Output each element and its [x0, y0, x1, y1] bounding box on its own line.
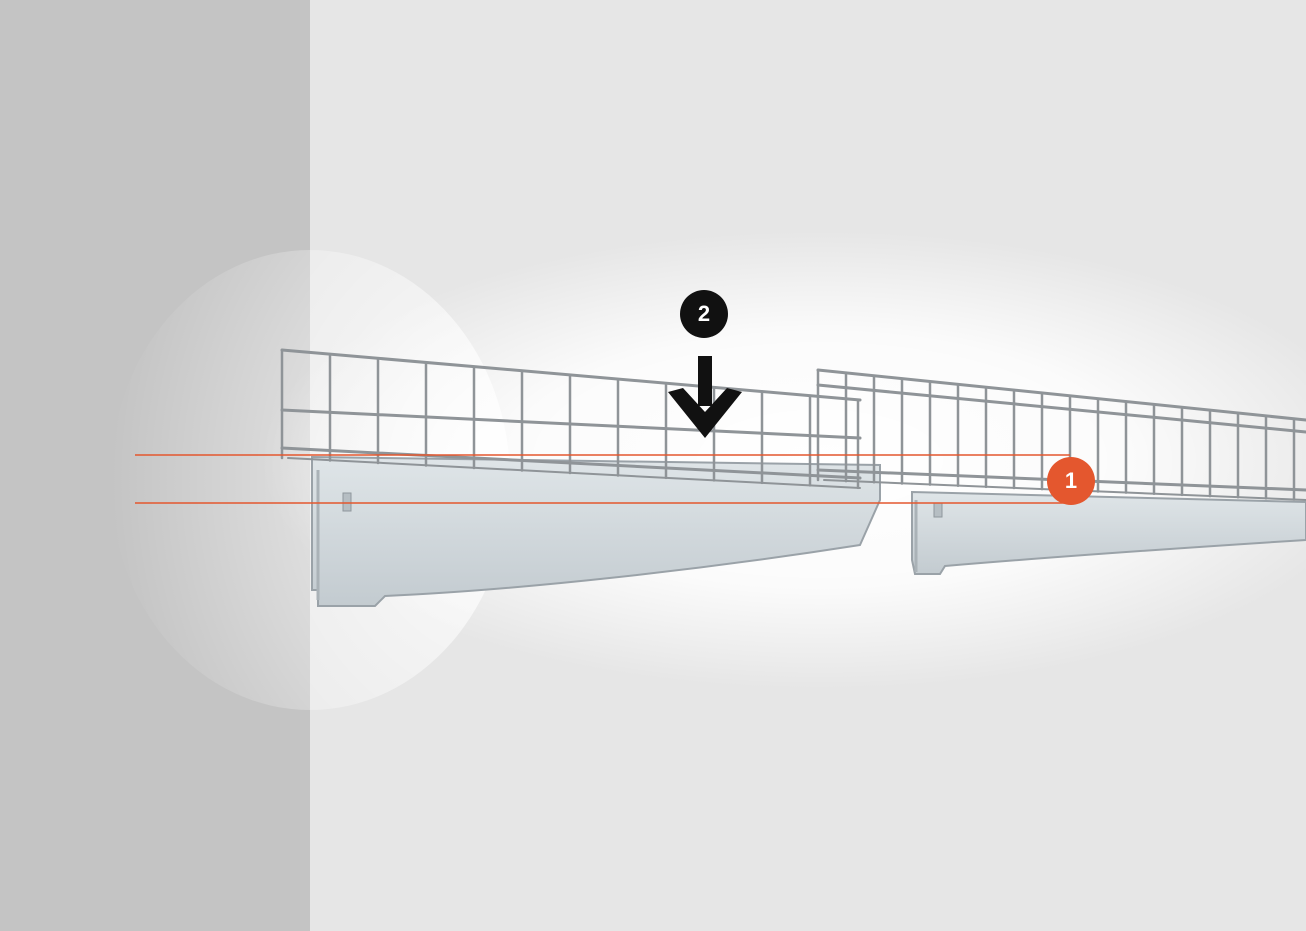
step-2-badge: 2	[680, 290, 728, 338]
step-1-number: 1	[1065, 468, 1077, 494]
step-2-number: 2	[698, 301, 710, 327]
step-1-badge: 1	[1047, 457, 1095, 505]
